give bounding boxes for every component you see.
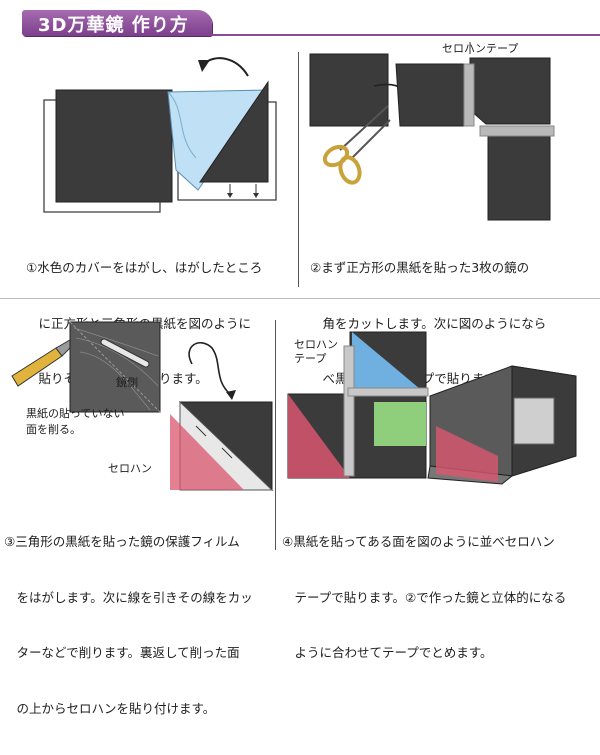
page-title: 3D万華鏡 作り方 <box>38 15 189 36</box>
step-2-panel: セロハンテープ ②まず正方形の黒紙を貼った3枚の鏡の 角をカットします。次に図の… <box>300 0 600 386</box>
step-3-caption-line: をはがします。次に線を引きその線をカッ <box>4 589 253 605</box>
header: 3D万華鏡 作り方 <box>2 6 600 36</box>
step-1-caption-line: ①水色のカバーをはがし、はがしたところ <box>26 260 263 275</box>
step-1-panel: ①水色のカバーをはがし、はがしたところ に正方形と三角形の黒紙を図のように 貼り… <box>0 0 298 386</box>
step-2-caption-line: 角をカットします。次に図のようになら <box>310 315 547 331</box>
step-4-caption: ④黒紙を貼ってある面を図のように並べセロハン テープで貼ります。②で作った鏡と立… <box>282 496 566 700</box>
shave-note: 黒紙の貼っていない 面を削る。 <box>26 407 125 436</box>
title-badge <box>22 10 212 36</box>
step-3-caption-line: の上からセロハンを貼り付けます。 <box>4 700 216 716</box>
step-4-caption-line: テープで貼ります。②で作った鏡と立体的になる <box>282 589 567 605</box>
step-3-illustration <box>11 321 274 492</box>
step-3-caption-line: ターなどで削ります。裏返して削った面 <box>4 645 240 660</box>
step-3-panel: 鏡側 黒紙の貼っていない 面を削る。 セロハン ③三角形の黒紙を貼った鏡の保護フ… <box>0 300 275 716</box>
step-4-illustration <box>287 331 577 485</box>
tape-label-step-4: セロハン テープ <box>294 338 338 365</box>
step-1-illustration <box>43 57 277 213</box>
step-4-caption-line: ④黒紙を貼ってある面を図のように並べセロハン <box>282 534 555 549</box>
vertical-divider-bottom <box>275 320 276 550</box>
step-4-panel: セロハン テープ ④黒紙を貼ってある面を図のように並べセロハン テープで貼ります… <box>278 300 600 660</box>
vertical-divider-top <box>298 52 299 287</box>
tape-label: セロハンテープ <box>442 42 519 55</box>
step-2-caption-line: ②まず正方形の黒紙を貼った3枚の鏡の <box>310 260 530 275</box>
cellophane-label: セロハン <box>108 462 152 475</box>
step-2-illustration <box>309 42 555 221</box>
title-underline <box>212 34 600 36</box>
step-3-caption-line: ③三角形の黒紙を貼った鏡の保護フィルム <box>4 534 240 549</box>
mirror-side-label: 鏡側 <box>116 376 138 389</box>
cutter-icon <box>11 339 73 387</box>
step-3-caption: ③三角形の黒紙を貼った鏡の保護フィルム をはがします。次に線を引きその線をカッ … <box>4 496 253 755</box>
scissors-icon <box>322 105 391 185</box>
horizontal-divider <box>0 298 600 299</box>
step-4-caption-line: ように合わせてテープでとめます。 <box>282 645 493 660</box>
